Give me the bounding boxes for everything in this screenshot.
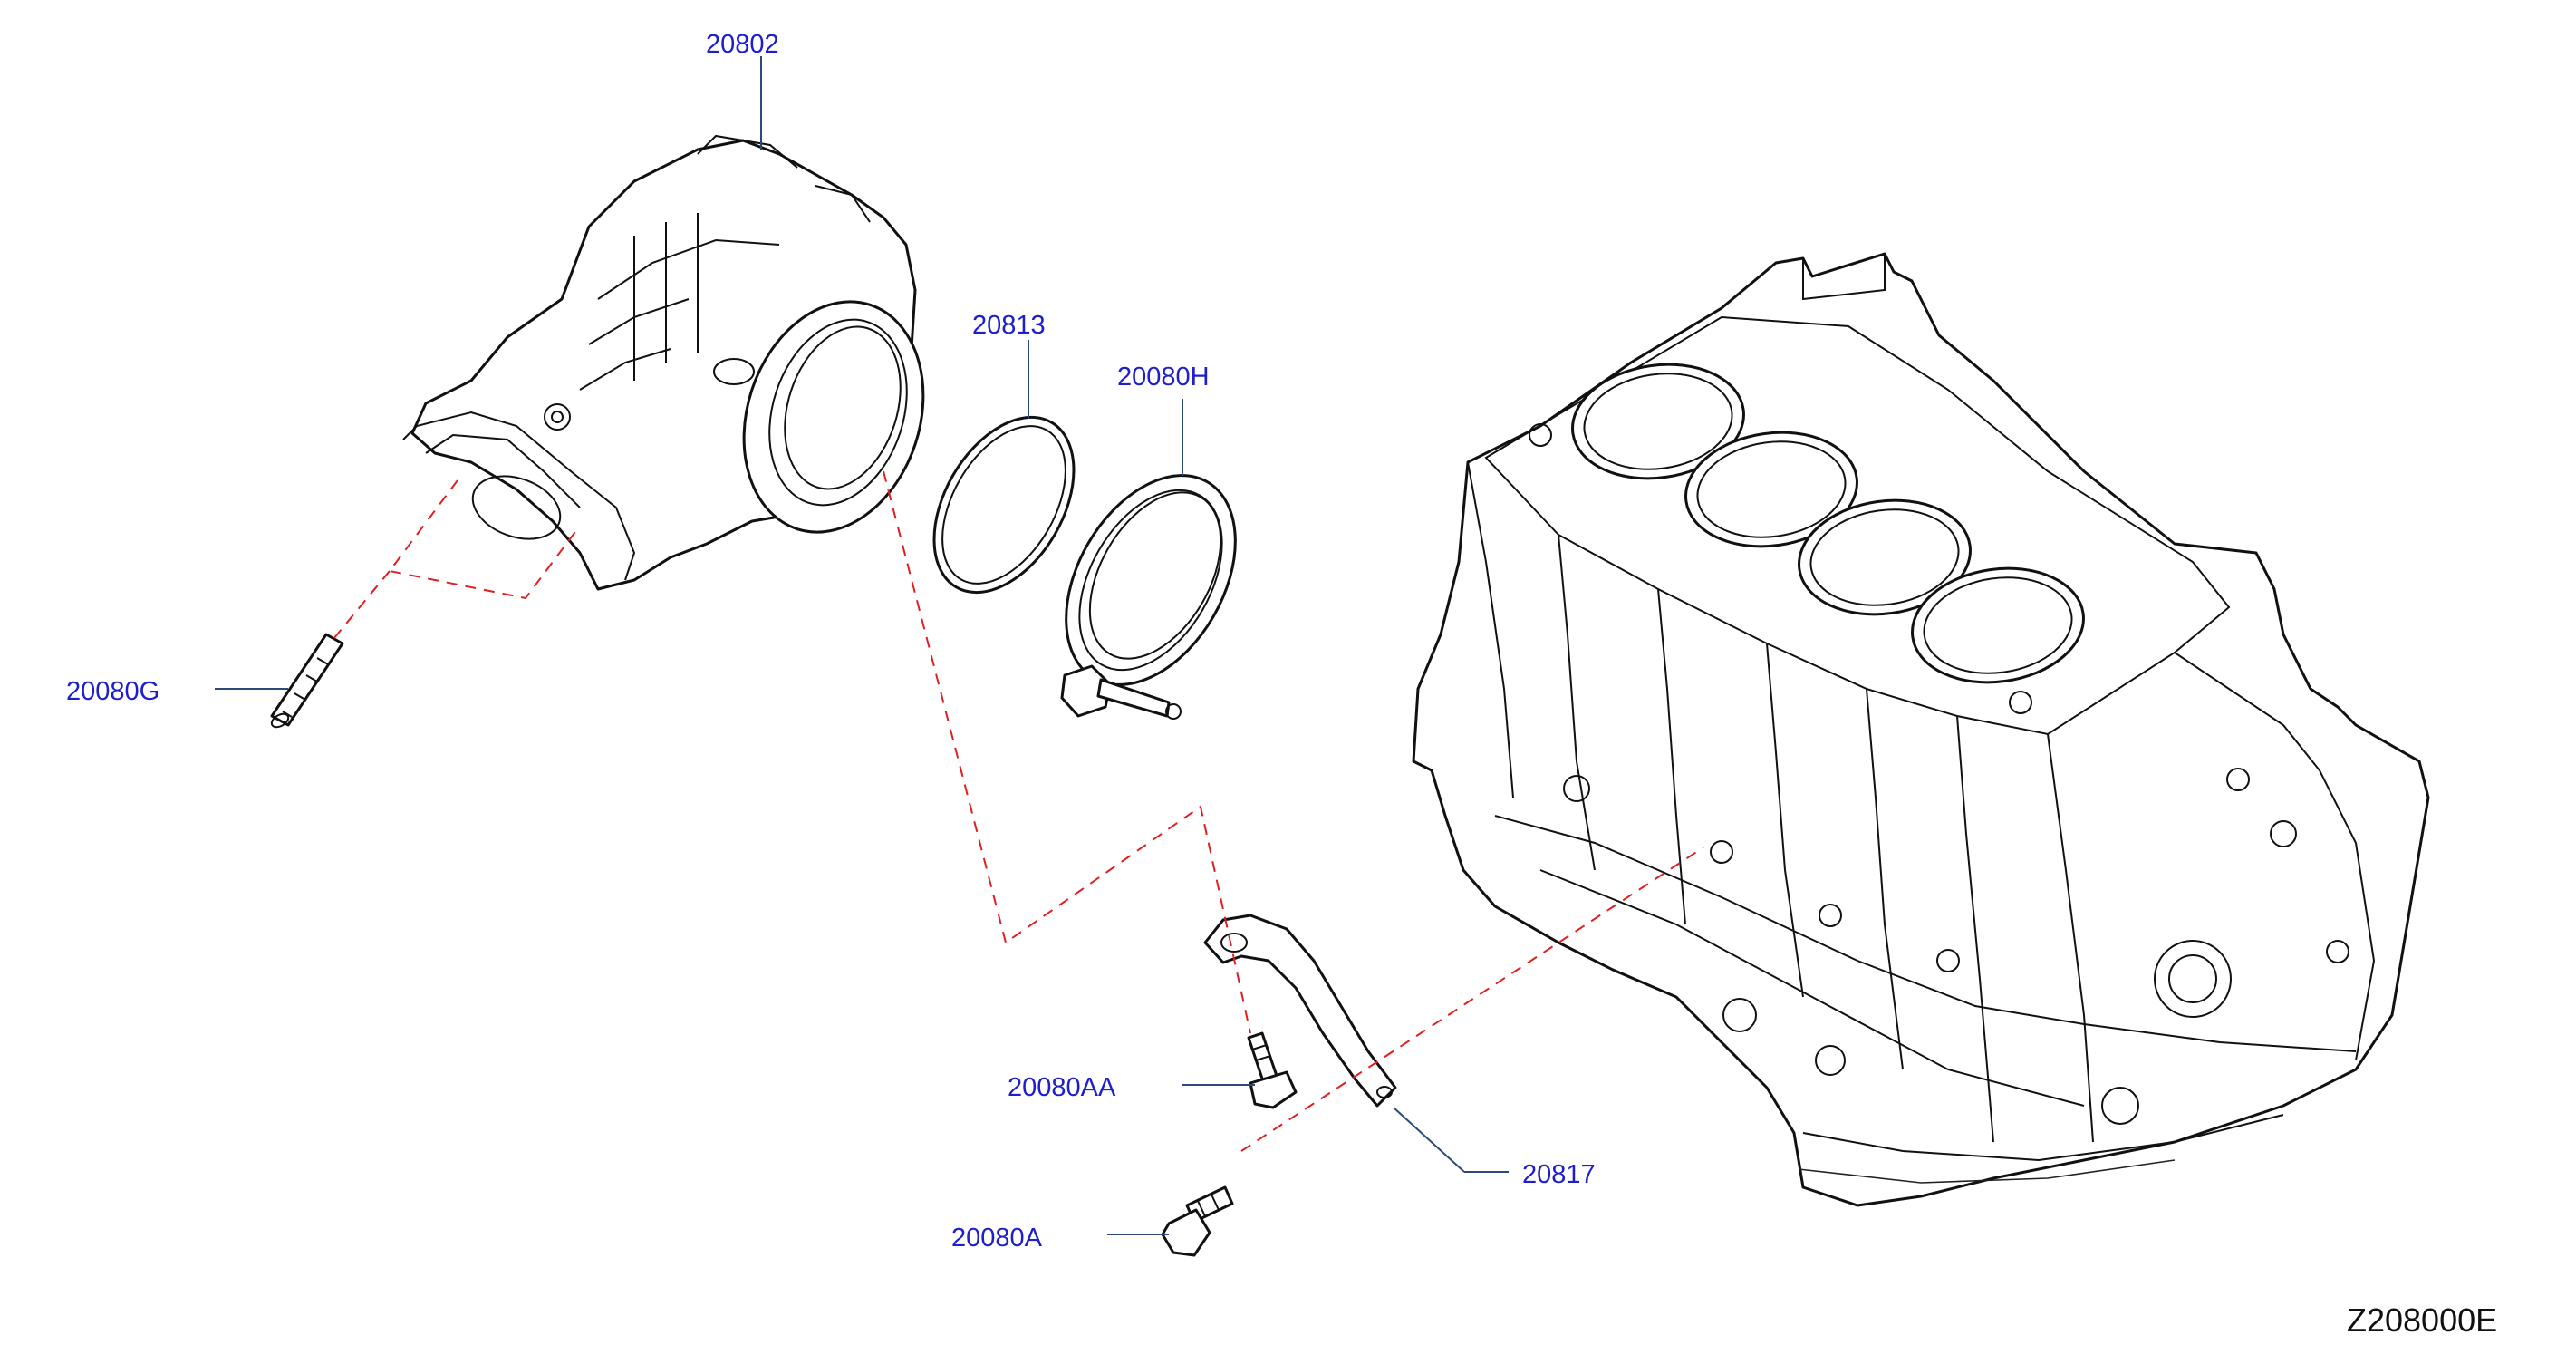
cylinder-block-part [1412, 252, 2430, 1207]
support-bracket-part[interactable] [1203, 914, 1397, 1108]
stud-bolt-part[interactable] [269, 633, 344, 730]
exhaust-clamp-part[interactable] [1031, 446, 1270, 720]
gasket-ring-part[interactable] [905, 393, 1103, 617]
callout-20802[interactable]: 20802 [706, 30, 779, 59]
callout-20080a[interactable]: 20080A [951, 1224, 1043, 1253]
callout-20080g[interactable]: 20080G [66, 677, 159, 706]
callout-20817[interactable]: 20817 [1522, 1160, 1596, 1189]
assembly-guide-lines [333, 470, 1704, 1152]
catalytic-converter-part[interactable] [402, 134, 952, 591]
callout-20080h[interactable]: 20080H [1117, 363, 1210, 392]
callout-20080aa[interactable]: 20080AA [1008, 1073, 1116, 1102]
callout-20813[interactable]: 20813 [972, 311, 1046, 340]
flange-bolt-aa-part[interactable] [1247, 1031, 1298, 1109]
diagram-id: Z208000E [2347, 1301, 2497, 1339]
flange-bolt-a-part[interactable] [1161, 1185, 1234, 1257]
leader-lines [215, 56, 1509, 1235]
